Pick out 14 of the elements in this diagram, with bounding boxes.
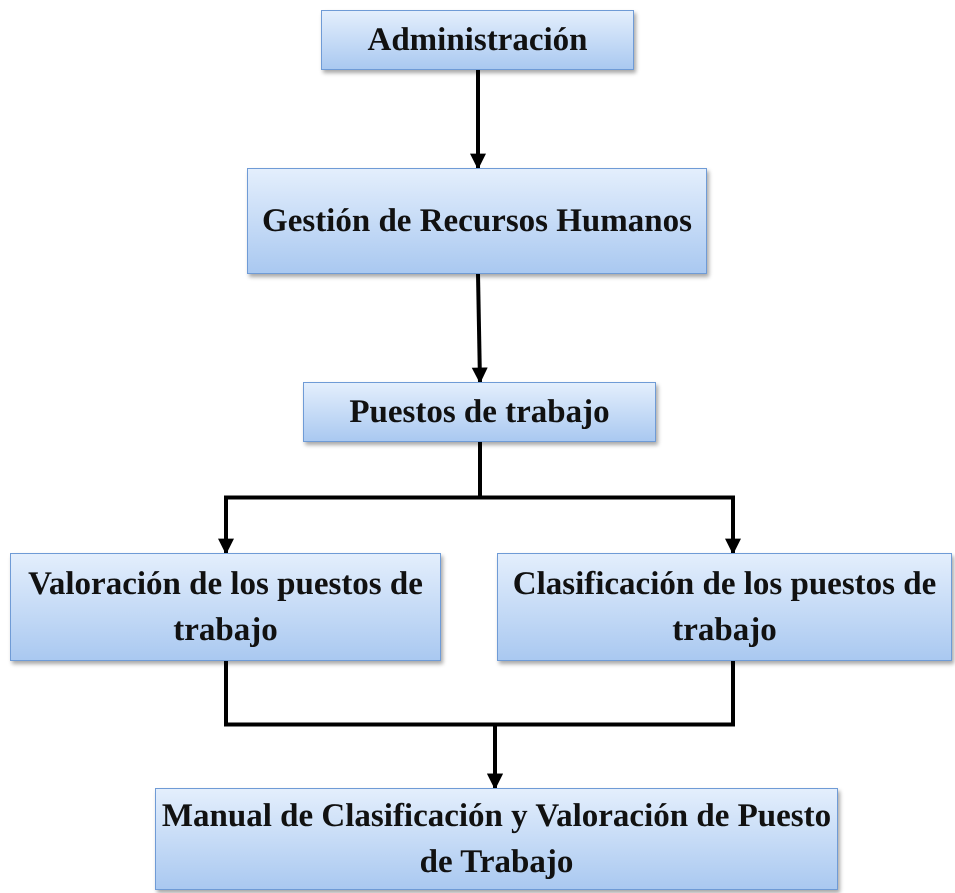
box-label: Administración [367,20,588,60]
box-label: Clasificación de los puestos de trabajo [512,564,938,650]
box-label: Valoración de los puestos de trabajo [27,564,424,650]
process-box [10,553,441,661]
arrow [470,70,486,170]
process-box [303,382,656,442]
process-box [155,788,838,890]
process-box [247,168,707,274]
box-label: Manual de Clasificación y Valoración de Puesto de Trabajo [160,796,832,882]
box-label: Puestos de trabajo [349,392,610,432]
process-box [321,10,634,70]
process-box [497,553,952,661]
box-label: Gestión de Recursos Humanos [262,202,692,241]
arrow [472,274,488,384]
